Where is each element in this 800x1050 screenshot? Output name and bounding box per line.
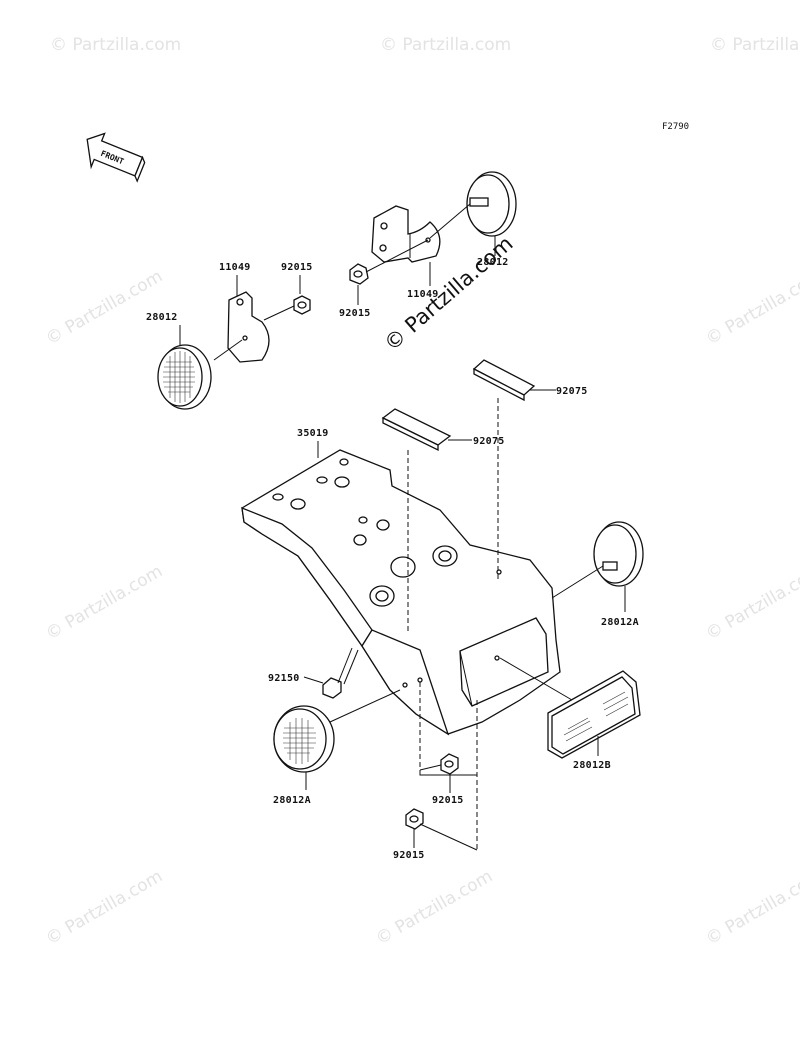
- callout-92015: 92015: [339, 308, 371, 319]
- pad-upper[interactable]: 92075: [474, 360, 588, 400]
- front-arrow-icon: FRONT: [78, 128, 149, 185]
- lower-nut-1[interactable]: 92015: [420, 754, 477, 806]
- watermark-text: © Partzilla.com: [703, 266, 800, 349]
- right-bracket[interactable]: [372, 206, 440, 262]
- bolt[interactable]: 92150: [268, 648, 358, 698]
- left-bracket[interactable]: [214, 292, 269, 362]
- watermark-text: © Partzilla.com: [710, 35, 800, 55]
- watermark-text: © Partzilla.com: [703, 561, 800, 644]
- callout-28012B: 28012B: [573, 760, 611, 771]
- side-reflector-right[interactable]: 28012A: [552, 522, 643, 628]
- pad-lower[interactable]: 92075: [383, 409, 505, 450]
- watermark-text: © Partzilla.com: [43, 561, 167, 644]
- callout-92015: 92015: [393, 850, 425, 861]
- callout-92015: 92015: [432, 795, 464, 806]
- left-reflector-assembly: 28012 11049 92015: [146, 262, 313, 409]
- figure-id: F2790: [662, 122, 689, 132]
- rear-fender[interactable]: [242, 450, 560, 734]
- watermark-text: © Partzilla.com: [43, 866, 167, 949]
- callout-28012: 28012: [477, 257, 509, 268]
- side-reflector-left[interactable]: 28012A: [273, 690, 400, 806]
- right-reflector[interactable]: [430, 172, 516, 238]
- callout-11049: 11049: [407, 289, 439, 300]
- lower-nut-2[interactable]: 92015: [393, 809, 477, 861]
- left-reflector[interactable]: [158, 345, 211, 409]
- watermark-text: © Partzilla.com: [43, 266, 167, 349]
- callout-11049: 11049: [219, 262, 251, 273]
- callout-92150: 92150: [268, 673, 300, 684]
- watermark-text: © Partzilla.com: [50, 35, 181, 55]
- callout-92075: 92075: [473, 436, 505, 447]
- callout-28012: 28012: [146, 312, 178, 323]
- watermark-text: © Partzilla.com: [703, 866, 800, 949]
- watermark-text: © Partzilla.com: [373, 866, 497, 949]
- callout-35019: 35019: [297, 428, 329, 439]
- callout-92015: 92015: [281, 262, 313, 273]
- callout-28012A: 28012A: [273, 795, 311, 806]
- watermark-text: © Partzilla.com: [380, 35, 511, 55]
- callout-92075: 92075: [556, 386, 588, 397]
- callout-28012A: 28012A: [601, 617, 639, 628]
- left-nut[interactable]: [264, 296, 310, 320]
